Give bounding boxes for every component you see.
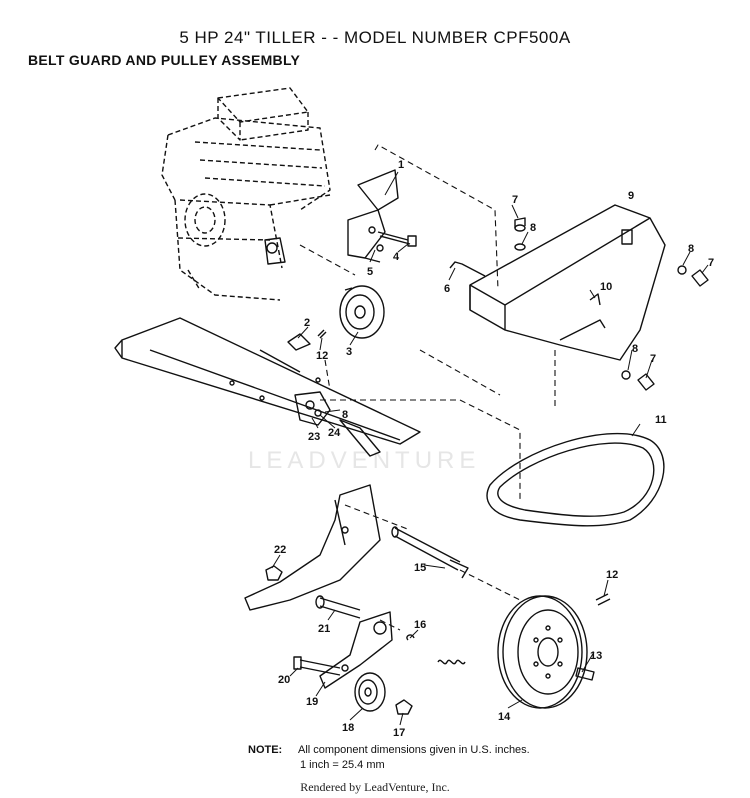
callout-12-upper: 12 (316, 350, 328, 362)
callout-20: 20 (278, 674, 290, 686)
callout-7-top: 7 (512, 194, 518, 206)
engine-pto-shaft (264, 237, 286, 265)
idler-shaft (391, 526, 469, 579)
callout-9: 9 (628, 190, 634, 202)
callout-24: 24 (328, 427, 341, 439)
callout-8-lower: 8 (342, 409, 348, 421)
hex-nut (265, 565, 283, 581)
callout-17: 17 (393, 727, 405, 739)
callout-7-bottom: 7 (650, 353, 656, 365)
frame-plate (114, 317, 421, 457)
bolt (377, 231, 417, 247)
callout-10: 10 (600, 281, 612, 293)
callout-8-top: 8 (530, 222, 536, 234)
pulley-nut (395, 699, 413, 715)
callout-leaders (271, 171, 709, 726)
mount-bracket (347, 169, 399, 263)
nut (376, 244, 384, 252)
callout-2: 2 (304, 317, 310, 329)
callout-labels: 1 2 3 4 5 6 7 8 9 10 11 12 13 14 15 16 1… (274, 159, 714, 739)
callout-15: 15 (414, 562, 426, 574)
tension-spring (406, 634, 466, 665)
callout-7-right: 7 (708, 257, 714, 269)
callout-19: 19 (306, 696, 318, 708)
callout-23: 23 (308, 431, 320, 443)
callout-22: 22 (274, 544, 286, 556)
drive-belt (486, 432, 665, 527)
clip (287, 333, 311, 351)
engine-drive-pulley (339, 285, 385, 339)
page-title: 5 HP 24" TILLER - - MODEL NUMBER CPF500A (179, 28, 571, 47)
callout-8-bottom: 8 (632, 343, 638, 355)
pivot-bolt (293, 656, 341, 676)
hook-pin (449, 261, 486, 277)
screw-small (317, 329, 327, 339)
callout-1: 1 (398, 159, 404, 171)
callout-12-lower: 12 (606, 569, 618, 581)
callout-6: 6 (444, 283, 450, 295)
pulley-bolt (595, 593, 611, 606)
callout-5: 5 (367, 266, 373, 278)
note-conversion: 1 inch = 25.4 mm (300, 759, 385, 771)
callout-21: 21 (318, 623, 330, 635)
callout-8-right: 8 (688, 243, 694, 255)
belt-guard-cover (469, 204, 666, 361)
callout-18: 18 (342, 722, 354, 734)
idler-bracket (319, 611, 393, 689)
callout-4: 4 (393, 251, 400, 263)
transmission-pulley (497, 595, 588, 709)
engine-outline (161, 87, 331, 301)
callout-11: 11 (655, 414, 667, 426)
dimension-note: NOTE: All component dimensions given in U… (248, 744, 530, 756)
callout-13: 13 (590, 650, 602, 662)
key (575, 667, 595, 681)
idler-arm (244, 484, 381, 611)
watermark: LEADVENTURE (248, 447, 481, 474)
assembly-leader-lines (299, 144, 556, 631)
callout-16: 16 (414, 619, 426, 631)
render-credit: Rendered by LeadVenture, Inc. (300, 780, 450, 794)
idler-pulley (354, 672, 386, 712)
assembly-title: BELT GUARD AND PULLEY ASSEMBLY (28, 52, 301, 68)
tensioner-plate (294, 391, 331, 426)
note-text: All component dimensions given in U.S. i… (298, 744, 530, 756)
note-label: NOTE: (248, 744, 283, 756)
callout-14: 14 (498, 711, 511, 723)
guard-hardware (514, 217, 709, 391)
shoulder-bolt (315, 595, 361, 619)
callout-3: 3 (346, 346, 352, 358)
